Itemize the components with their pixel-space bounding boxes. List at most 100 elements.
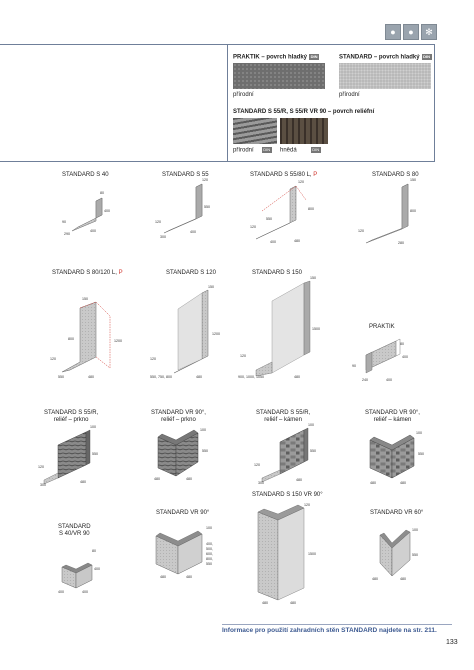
product-vr90-kamen-title: STANDARD VR 90°,reliéf – kámen	[365, 410, 420, 423]
svg-text:550: 550	[412, 553, 418, 557]
product-s55r-prkno-title: STANDARD S 55/R,reliéf – prkno	[44, 410, 99, 423]
svg-text:400: 400	[104, 209, 110, 213]
footer-rule	[222, 624, 452, 625]
svg-text:400: 400	[58, 590, 64, 594]
svg-text:550: 550	[92, 452, 98, 456]
svg-text:300: 300	[160, 235, 166, 239]
relief-swatch-natural	[233, 118, 277, 144]
svg-text:800,: 800,	[206, 557, 213, 561]
relief-title: STANDARD S 55/R, S 55/R VR 90 – povrch r…	[233, 109, 375, 115]
svg-text:400: 400	[82, 590, 88, 594]
product-s55-title: STANDARD S 55	[162, 172, 209, 178]
svg-text:400: 400	[90, 229, 96, 233]
praktik-color: přírodní	[233, 92, 254, 98]
drawing-s55r-prkno: 100 550 120 300 480	[38, 425, 98, 487]
svg-text:300: 300	[258, 481, 264, 485]
svg-text:480: 480	[160, 575, 166, 579]
svg-text:900, 1000, 1050: 900, 1000, 1050	[238, 375, 264, 379]
svg-text:400: 400	[386, 378, 392, 382]
svg-text:550: 550	[58, 375, 64, 379]
product-praktik-title: PRAKTIK	[369, 324, 395, 330]
din-badge: DIN	[421, 54, 432, 60]
svg-text:550: 550	[310, 449, 316, 453]
svg-text:600,: 600,	[206, 552, 213, 556]
svg-text:480: 480	[372, 577, 378, 581]
product-s120-title: STANDARD S 120	[166, 270, 216, 276]
svg-text:150: 150	[82, 297, 88, 301]
svg-text:400: 400	[402, 355, 408, 359]
svg-text:80: 80	[92, 549, 96, 553]
svg-text:480: 480	[154, 477, 160, 481]
svg-text:550: 550	[266, 217, 272, 221]
svg-text:240: 240	[362, 378, 368, 382]
svg-text:290: 290	[64, 232, 70, 236]
product-vr90-prkno-title: STANDARD VR 90°,reliéf – prkno	[151, 410, 206, 423]
svg-text:480: 480	[186, 477, 192, 481]
din-badge: DIN	[309, 54, 320, 60]
product-s55r-kamen-title: STANDARD S 55/R,reliéf – kámen	[256, 410, 311, 423]
din-badge: DIN	[261, 147, 272, 153]
svg-text:800: 800	[68, 337, 74, 341]
svg-text:120: 120	[38, 465, 44, 469]
product-s80-title: STANDARD S 80	[372, 172, 419, 178]
svg-text:150: 150	[208, 285, 214, 289]
svg-text:120: 120	[155, 220, 161, 224]
svg-text:480: 480	[296, 478, 302, 482]
drawing-s55: 120 550 120 300 400	[155, 178, 210, 239]
svg-text:400: 400	[94, 567, 100, 571]
drawing-s150: 150 1500 120 900, 1000, 1050 480	[238, 276, 320, 379]
drawing-s120: 150 1200 120 550, 750, 800 480	[150, 285, 220, 379]
svg-text:1500: 1500	[312, 327, 320, 331]
svg-text:480: 480	[262, 601, 268, 605]
svg-text:120: 120	[202, 178, 208, 182]
surface-box	[0, 44, 435, 162]
svg-text:480: 480	[80, 480, 86, 484]
product-s40-title: STANDARD S 40	[62, 172, 109, 178]
svg-text:120: 120	[358, 229, 364, 233]
svg-text:400,: 400,	[206, 542, 213, 546]
svg-text:500,: 500,	[206, 547, 213, 551]
snowflake-icon: ✻	[421, 24, 437, 40]
svg-text:480: 480	[196, 375, 202, 379]
page-number: 133	[446, 639, 458, 646]
svg-text:550: 550	[204, 205, 210, 209]
svg-text:1500: 1500	[308, 552, 316, 556]
standard-swatch	[339, 63, 431, 89]
product-vr90-title: STANDARD VR 90°	[156, 510, 210, 516]
svg-text:150: 150	[310, 276, 316, 280]
svg-text:120: 120	[150, 357, 156, 361]
svg-text:550: 550	[418, 452, 424, 456]
water-drop-icon: ●	[403, 24, 419, 40]
product-s5580-title: STANDARD S 55/80 L, P	[250, 172, 318, 178]
svg-text:80: 80	[100, 191, 104, 195]
svg-text:100: 100	[308, 423, 314, 427]
svg-text:480: 480	[290, 601, 296, 605]
svg-text:1200: 1200	[114, 339, 122, 343]
svg-text:100: 100	[90, 425, 96, 429]
drawing-s80120: 150 800 1200 120 550 480	[50, 297, 122, 379]
svg-text:300: 300	[40, 483, 46, 487]
svg-text:1200: 1200	[212, 332, 220, 336]
drawing-s40: 80 400 90 290 400	[62, 191, 110, 236]
svg-text:550, 750, 800: 550, 750, 800	[150, 375, 172, 379]
din-badge: DIN	[310, 147, 321, 153]
standard-color: přírodní	[339, 92, 360, 98]
svg-text:150: 150	[410, 178, 416, 182]
svg-text:480: 480	[88, 375, 94, 379]
svg-text:480: 480	[186, 575, 192, 579]
svg-text:120: 120	[304, 503, 310, 507]
svg-text:480: 480	[400, 481, 406, 485]
svg-text:800: 800	[308, 207, 314, 211]
product-s150-title: STANDARD S 150	[252, 270, 302, 276]
footer-note: Informace pro použití zahradních stěn ST…	[222, 627, 437, 634]
drawing-praktik: 80 400 90 240 400	[352, 338, 408, 382]
svg-text:280: 280	[398, 241, 404, 245]
svg-text:120: 120	[298, 180, 304, 184]
relief-swatch-brown	[280, 118, 328, 144]
